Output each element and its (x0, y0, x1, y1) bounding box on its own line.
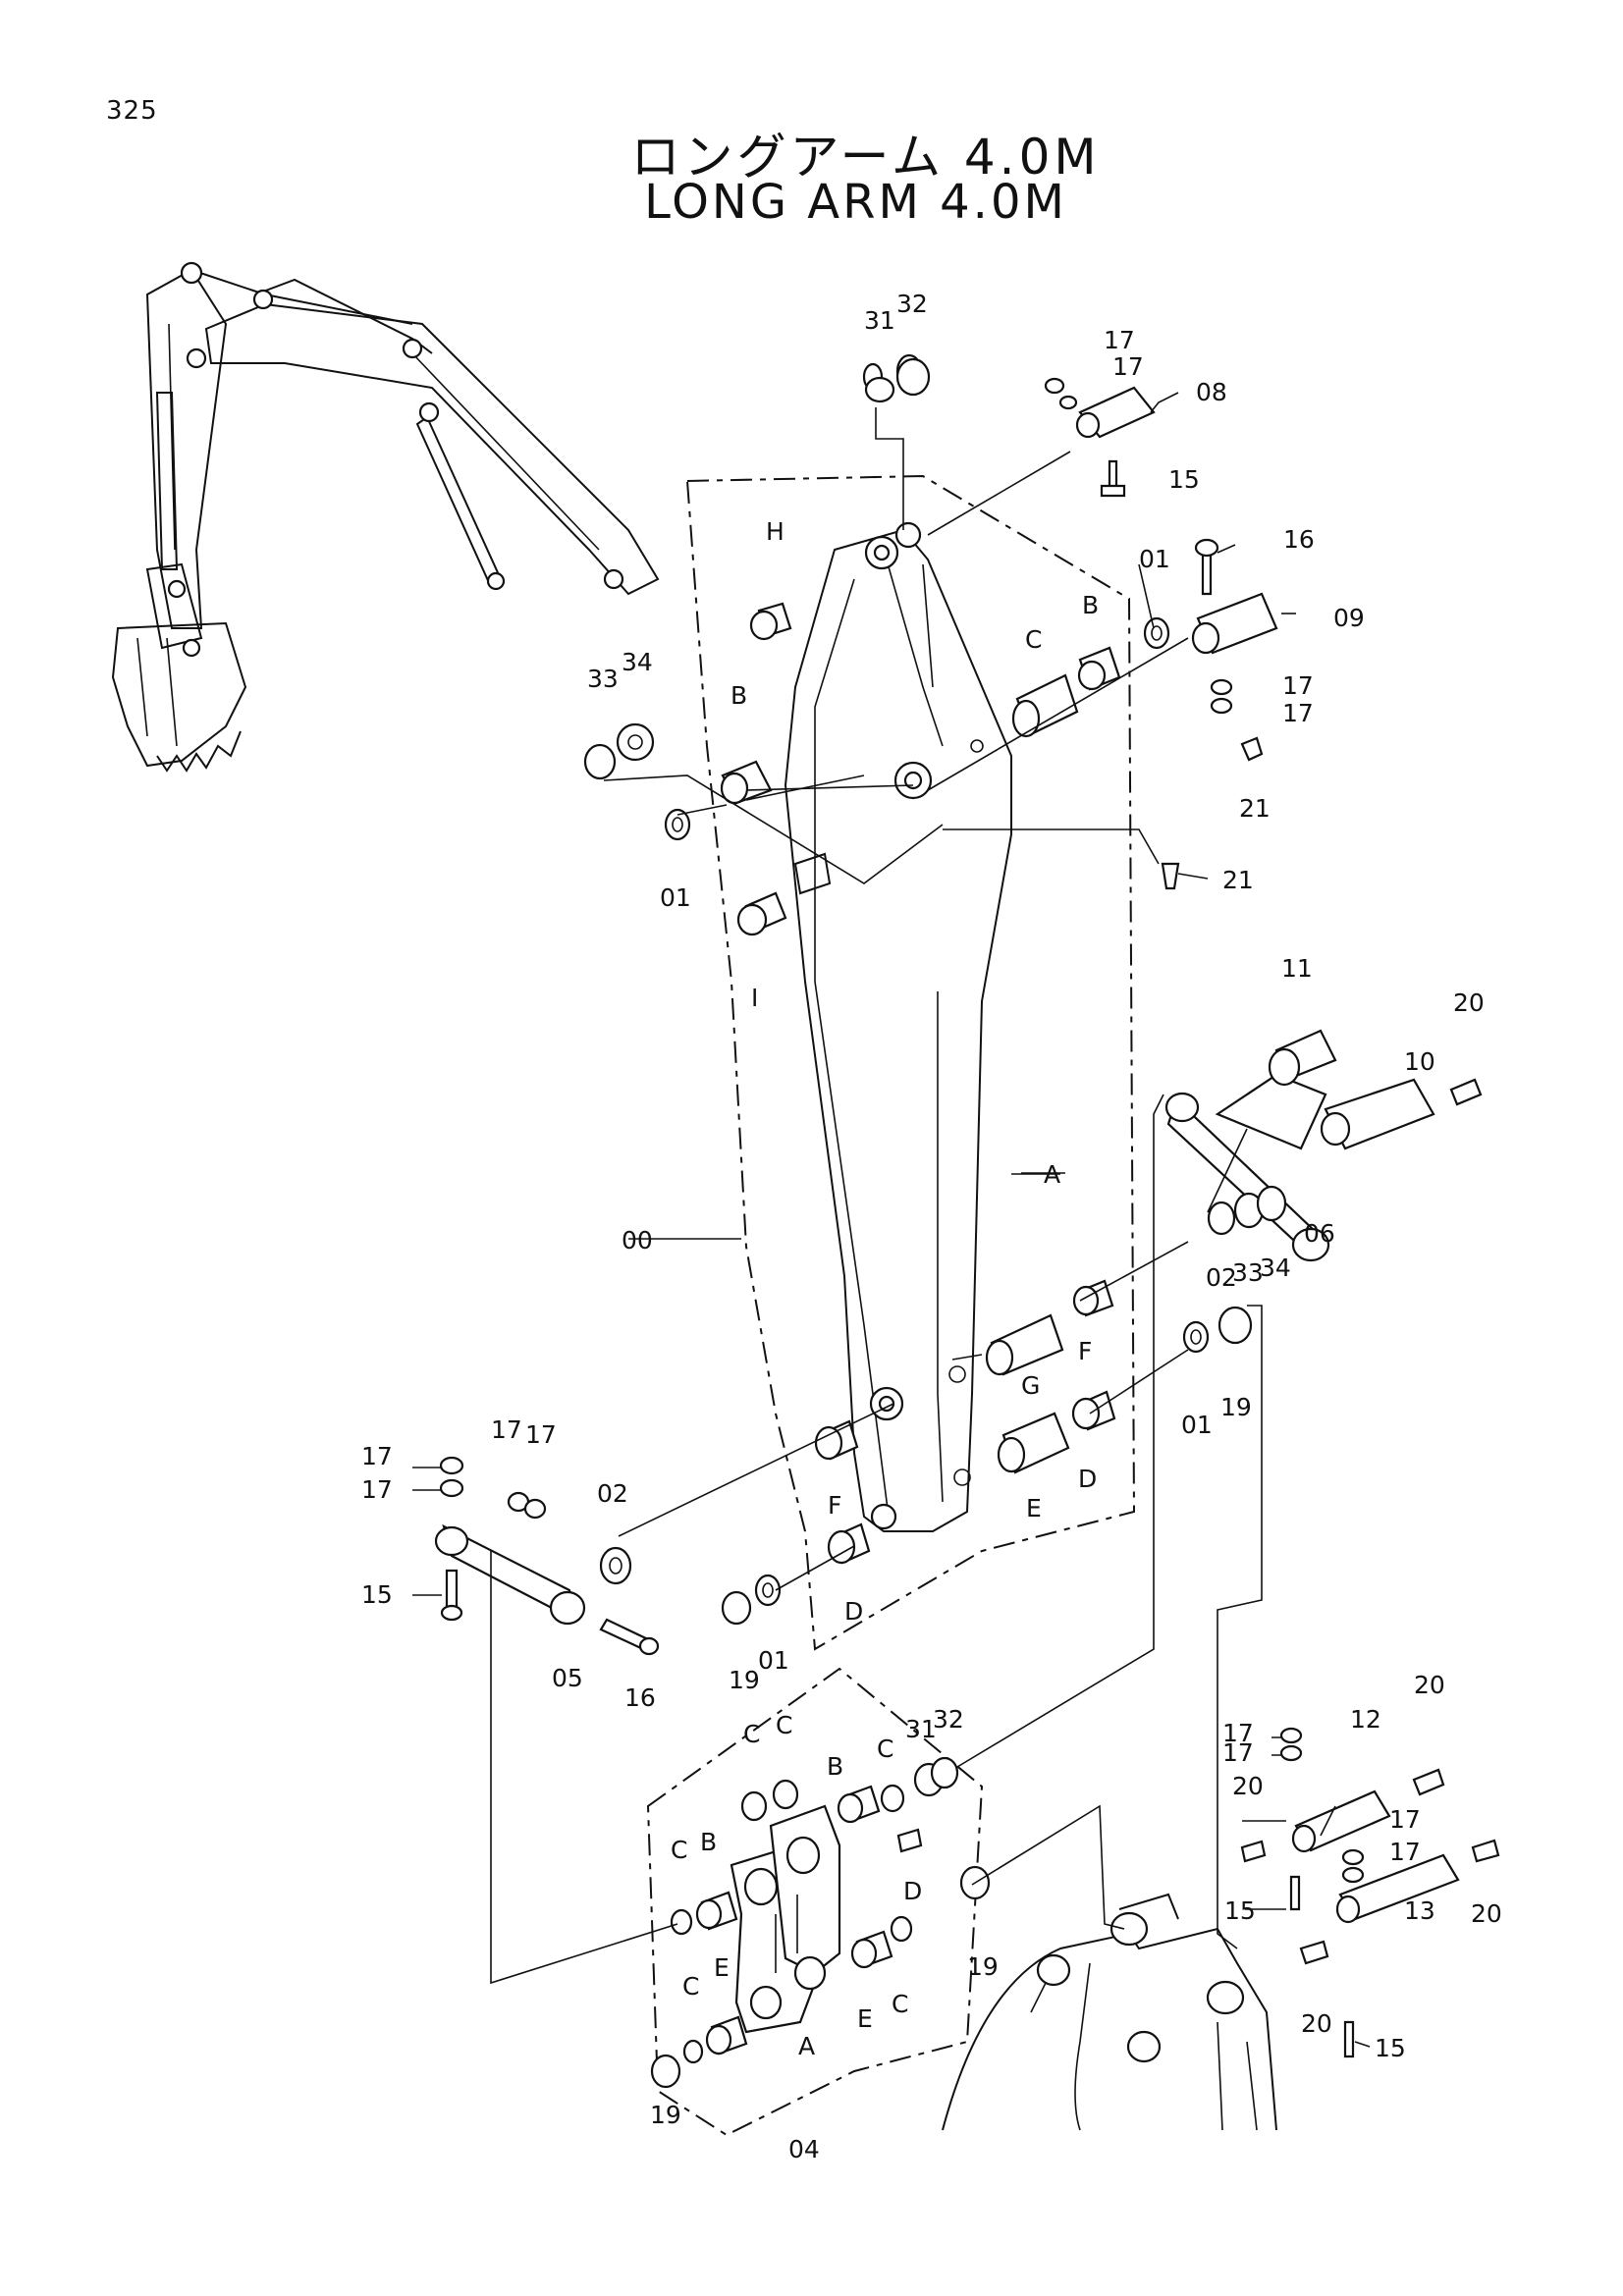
callout-label: E (1026, 1494, 1042, 1522)
callout-label: 01 (1139, 545, 1170, 573)
callout-label: G (1021, 1371, 1040, 1400)
callout-label: 05 (552, 1664, 583, 1692)
callout-label: 02 (1206, 1263, 1237, 1292)
overview-machine-sketch (111, 261, 660, 773)
callout-label: 19 (1220, 1393, 1252, 1421)
parts-right (985, 1029, 1483, 1474)
callout-label: 20 (1453, 988, 1485, 1017)
callout-label: C (776, 1711, 792, 1739)
callout-label: 15 (361, 1580, 393, 1609)
callout-label: 20 (1471, 1899, 1502, 1928)
callout-label: 21 (1222, 866, 1254, 894)
callout-label: F (1078, 1337, 1092, 1365)
callout-label: 17 (1222, 1738, 1254, 1767)
callout-label: 17 (1282, 699, 1314, 727)
callout-label: H (766, 517, 784, 546)
callout-label: 31 (864, 306, 895, 335)
callout-label: C (671, 1836, 687, 1864)
callout-label: C (892, 1990, 908, 2018)
callout-label: 31 (905, 1715, 937, 1743)
callout-label: 06 (1304, 1219, 1335, 1248)
callout-label: 20 (1301, 2009, 1332, 2038)
callout-label: C (743, 1720, 760, 1748)
callout-label: 08 (1196, 378, 1227, 406)
callout-label: 15 (1224, 1896, 1256, 1925)
callout-label: 01 (758, 1646, 789, 1675)
callout-label: 17 (491, 1415, 522, 1444)
callout-label: 02 (597, 1479, 628, 1508)
parts-top (583, 353, 1278, 936)
callout-label: 12 (1350, 1705, 1381, 1734)
callout-label: 32 (933, 1705, 964, 1734)
callout-label: 33 (587, 665, 619, 693)
callout-label: 17 (1222, 1719, 1254, 1747)
callout-labels: 31 32 17 17 08 15 H 16 01 B C 09 17 17 3… (361, 290, 1502, 2163)
link-assembly-04 (650, 1756, 991, 2089)
callout-label: 33 (1232, 1258, 1264, 1287)
callout-label: 19 (967, 1952, 999, 1981)
title-english: LONG ARM 4.0M (644, 175, 1067, 230)
callout-label: 17 (525, 1420, 557, 1449)
callout-label: 21 (1239, 794, 1271, 823)
arm-assembly-envelope (685, 474, 1136, 1651)
callout-label: 19 (650, 2101, 681, 2129)
callout-label: A (1044, 1160, 1060, 1189)
callout-label: 16 (624, 1683, 656, 1712)
callout-label: 15 (1375, 2034, 1406, 2062)
link-assembly-envelope (646, 1667, 984, 2137)
callout-label: 34 (622, 648, 653, 676)
callout-label: C (682, 1972, 699, 2001)
callout-label: 17 (1282, 671, 1314, 700)
callout-label: E (857, 2004, 873, 2033)
callout-label: 20 (1414, 1671, 1445, 1699)
callout-label: 10 (1404, 1047, 1435, 1076)
callout-label: 17 (1389, 1838, 1421, 1866)
callout-label: 15 (1168, 465, 1200, 494)
callout-label: C (877, 1735, 893, 1763)
callout-label: 17 (1112, 352, 1144, 381)
leader-lines (412, 392, 1371, 2048)
bucket-lower-right (942, 1727, 1500, 2131)
callout-label: A (798, 2032, 815, 2060)
callout-label: D (903, 1877, 922, 1905)
callout-label: E (714, 1953, 730, 1982)
callout-label: 17 (361, 1442, 393, 1470)
title-japanese: ロングアーム 4.0M (630, 129, 1101, 186)
parts-left (434, 1419, 871, 1656)
callout-label: 01 (1181, 1411, 1213, 1439)
callout-label: 17 (361, 1475, 393, 1504)
callout-label: 00 (622, 1226, 653, 1255)
callout-label: B (827, 1752, 843, 1781)
callout-label: 34 (1260, 1254, 1291, 1282)
callout-label: 20 (1232, 1772, 1264, 1800)
page-number: 325 (106, 96, 158, 126)
callout-label: F (828, 1491, 841, 1520)
callout-label: 11 (1281, 954, 1313, 983)
callout-label: 32 (896, 290, 928, 318)
callout-label: B (730, 681, 747, 710)
callout-label: 19 (729, 1666, 760, 1694)
callout-label: B (1082, 591, 1099, 619)
callout-label: I (751, 984, 758, 1012)
callout-label: D (1078, 1465, 1097, 1493)
callout-label: 04 (788, 2135, 820, 2163)
callout-label: B (700, 1828, 717, 1856)
callout-label: 01 (660, 883, 691, 912)
callout-label: 09 (1333, 604, 1365, 632)
callout-label: 16 (1283, 525, 1315, 554)
callout-label: 17 (1104, 326, 1135, 354)
callout-label: 13 (1404, 1896, 1435, 1925)
callout-label: D (844, 1597, 863, 1626)
callout-label: 17 (1389, 1805, 1421, 1834)
callout-label: C (1025, 625, 1042, 654)
arm-body (784, 521, 1012, 1532)
